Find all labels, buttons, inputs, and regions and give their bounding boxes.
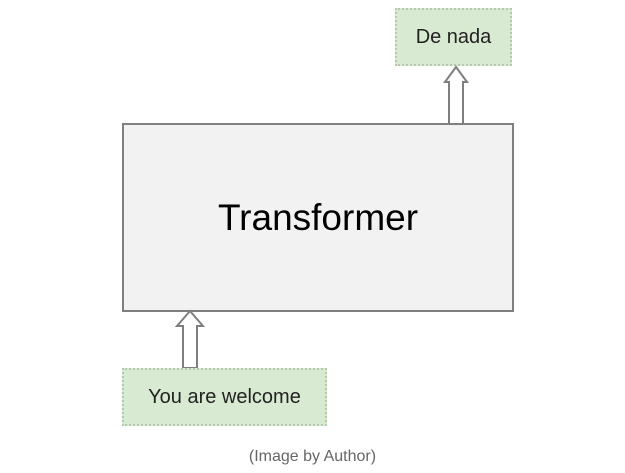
output-token-box: De nada — [395, 8, 512, 66]
transformer-block: Transformer — [122, 123, 514, 312]
input-label: You are welcome — [148, 385, 301, 408]
input-token-box: You are welcome — [122, 368, 327, 426]
up-arrow-icon — [443, 65, 469, 125]
output-label: De nada — [415, 25, 492, 48]
up-arrow-icon — [174, 309, 206, 369]
image-caption: (Image by Author) — [248, 448, 377, 465]
transformer-label: Transformer — [217, 196, 419, 238]
